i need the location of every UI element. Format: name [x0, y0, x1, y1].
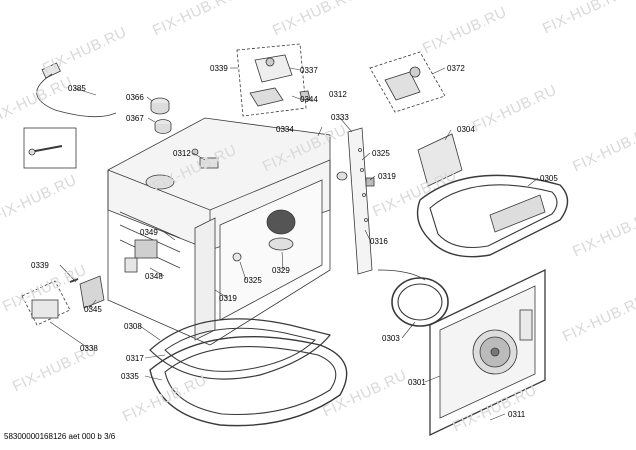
part-label: 0312: [329, 90, 347, 99]
part-label: 0301: [408, 378, 426, 387]
part-label: 0348: [145, 272, 163, 281]
part-label: 0334: [276, 125, 294, 134]
part-label: 0311: [508, 410, 526, 419]
part-label: 0367: [126, 114, 144, 123]
part-label: 0366: [126, 93, 144, 102]
part-label: 0308: [124, 322, 142, 331]
knob-parts: [150, 97, 172, 134]
part-label: 0312: [173, 149, 191, 158]
part-label: 0316: [370, 237, 388, 246]
line-art: [21, 43, 569, 437]
part-label: 0325: [244, 276, 262, 285]
upper-heating-element-part: [416, 133, 569, 258]
part-label: 0339: [31, 261, 49, 270]
part-label: 0303: [382, 334, 400, 343]
part-label: 0329: [272, 266, 290, 275]
part-label: 0338: [80, 344, 98, 353]
side-rail-part: [336, 127, 375, 275]
ring-heater-part: [377, 269, 449, 327]
part-label: 0317: [126, 354, 144, 363]
part-label: 0335: [121, 372, 139, 381]
part-label: 0349: [140, 228, 158, 237]
part-label: 0305: [540, 174, 558, 183]
motor-bracket-part: [236, 43, 311, 117]
part-label: 0325: [372, 149, 390, 158]
part-label: 0319: [378, 172, 396, 181]
document-footer: 58300000168126 aet 000 b 3/6: [4, 432, 116, 441]
part-label: 0344: [300, 95, 318, 104]
rear-panel-part: [429, 268, 546, 437]
probe-cable-part: [23, 62, 117, 169]
thermostat-part: [369, 51, 446, 113]
part-label: 0304: [457, 125, 475, 134]
part-label: 0333: [331, 113, 349, 122]
switch-parts: [21, 275, 105, 326]
part-label: 0345: [84, 305, 102, 314]
leader-lines: [49, 67, 539, 421]
part-label: 0385: [68, 84, 86, 93]
bottom-heater-part: [149, 318, 348, 427]
part-label: 0372: [447, 64, 465, 73]
part-label: 0337: [300, 66, 318, 75]
part-label: 0319: [219, 294, 237, 303]
part-label: 0339: [210, 64, 228, 73]
oven-cavity-part: [107, 117, 331, 346]
